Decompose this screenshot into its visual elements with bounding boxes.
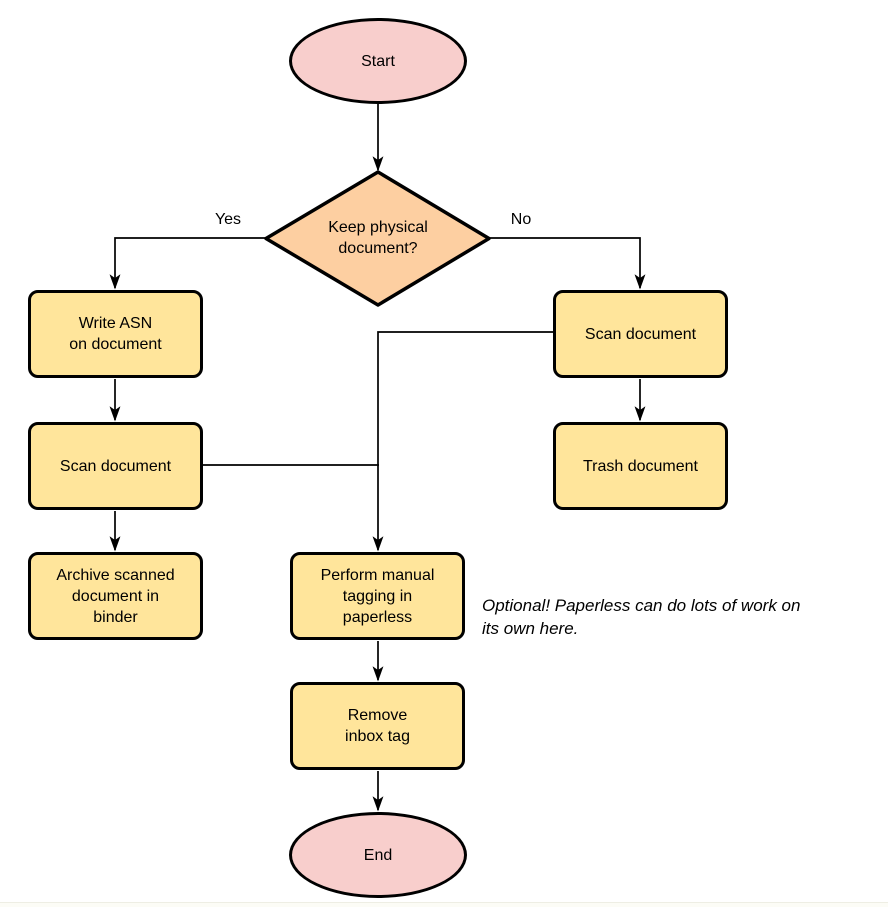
node-scan-document-right: Scan document — [553, 290, 728, 378]
page-bottom-edge — [0, 902, 888, 907]
node-start: Start — [289, 18, 467, 104]
node-remove-inbox-tag: Remove inbox tag — [290, 682, 465, 770]
node-scan-document-left: Scan document — [28, 422, 203, 510]
node-trash-document: Trash document — [553, 422, 728, 510]
optional-note: Optional! Paperless can do lots of work … — [482, 596, 801, 638]
edge-scan-right-to-tagging — [378, 331, 553, 550]
edge-decision-no-to-scan-right — [488, 237, 640, 288]
node-end: End — [289, 812, 467, 898]
edge-label-yes: Yes — [214, 211, 242, 228]
edge-decision-yes-to-write-asn — [115, 237, 266, 288]
node-perform-manual-tagging: Perform manual tagging in paperless — [290, 552, 465, 640]
node-archive-scanned-document: Archive scanned document in binder — [28, 552, 203, 640]
node-write-asn-on-document: Write ASN on document — [28, 290, 203, 378]
edge-label-no: No — [510, 211, 532, 228]
decision-diamond-shape — [264, 170, 491, 307]
node-decision-keep-physical-document: Keep physical document? — [328, 219, 428, 257]
